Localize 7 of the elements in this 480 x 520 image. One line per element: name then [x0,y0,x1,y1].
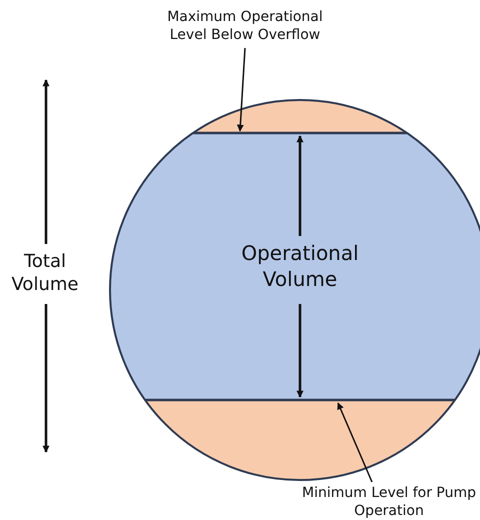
callout-text: Minimum Level for Pump Operation [300,484,478,520]
level-line [145,398,455,402]
dimension-label: Operational Volume [240,240,360,292]
level-line [193,132,407,134]
leader-line [236,48,246,132]
callout-text: Maximum Operational Level Below Overflow [150,8,340,44]
dimension-label: Total Volume [10,250,80,297]
